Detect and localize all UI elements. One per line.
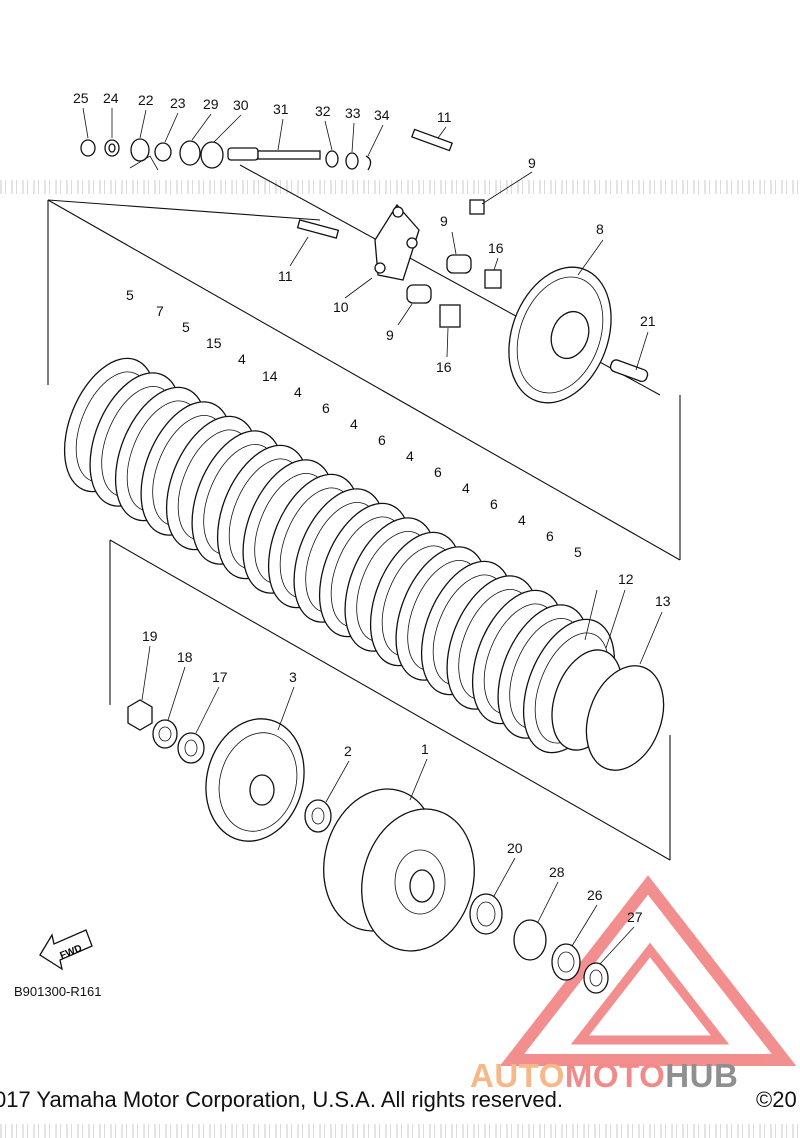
callout-23: 23 [170, 95, 186, 111]
callout-4-a: 4 [238, 351, 246, 367]
clutch-housing [323, 788, 475, 952]
clutch-boss [205, 718, 305, 842]
callout-15: 15 [206, 335, 222, 351]
thrust-washer [304, 799, 332, 833]
callout-16-top: 16 [488, 240, 504, 256]
callout-12: 12 [618, 571, 634, 587]
bearing-set [469, 893, 609, 994]
callout-4-f: 4 [518, 512, 526, 528]
callout-26: 26 [587, 887, 603, 903]
callout-4-b: 4 [294, 384, 302, 400]
callout-5-b: 5 [182, 319, 190, 335]
callout-4-c: 4 [350, 416, 358, 432]
copyright-notice: 017 Yamaha Motor Corporation, U.S.A. All… [0, 1087, 564, 1112]
callout-27: 27 [627, 909, 643, 925]
callout-11-top: 11 [437, 109, 452, 125]
watermark-logo: AUTOMOTOHUB [470, 1057, 738, 1095]
callout-31: 31 [273, 101, 289, 117]
callout-29: 29 [203, 96, 219, 112]
callout-6-c: 6 [434, 464, 442, 480]
callout-13: 13 [655, 593, 671, 609]
copyright-notice-right: ©20 [756, 1087, 797, 1112]
callout-6-b: 6 [378, 432, 386, 448]
leader-lines [82, 107, 663, 965]
callout-14: 14 [262, 368, 278, 384]
fwd-arrow-icon: FWD [39, 929, 93, 971]
diagram-code: B901300-R161 [14, 984, 102, 999]
callout-32: 32 [315, 103, 331, 119]
callout-33: 33 [345, 105, 361, 121]
pressure-plate-fasteners [296, 128, 502, 328]
watermark-part-moto: MOTO [564, 1057, 666, 1094]
callout-19: 19 [142, 628, 158, 644]
callout-9-top: 9 [528, 155, 536, 171]
callout-16-low: 16 [436, 359, 452, 375]
callout-4-e: 4 [462, 480, 470, 496]
callout-9-mid: 9 [440, 213, 448, 229]
scan-noise-band-bottom [0, 1124, 800, 1138]
callout-20: 20 [507, 840, 523, 856]
callout-18: 18 [177, 649, 193, 665]
callout-22: 22 [138, 92, 154, 108]
callout-5-a: 5 [126, 287, 134, 303]
callout-9-low: 9 [386, 327, 394, 343]
hub-fasteners [127, 699, 205, 764]
callout-6-e: 6 [546, 528, 554, 544]
callout-3: 3 [289, 669, 297, 685]
scan-noise-band-top [0, 180, 800, 194]
pressure-plate [508, 266, 649, 404]
watermark-part-hub: HUB [665, 1057, 739, 1094]
watermark-part-auto: AUTO [470, 1057, 565, 1094]
callout-28: 28 [549, 864, 565, 880]
callout-24: 24 [103, 90, 119, 106]
callout-2: 2 [344, 743, 352, 759]
callout-11-left: 11 [278, 268, 293, 284]
callout-4-d: 4 [406, 448, 414, 464]
callout-7: 7 [156, 303, 164, 319]
callout-34: 34 [374, 107, 390, 123]
callout-17: 17 [212, 669, 228, 685]
callout-10: 10 [333, 299, 349, 315]
callout-25: 25 [73, 90, 89, 106]
callout-numbers: 25 24 22 23 29 30 31 32 33 34 11 9 9 16 … [73, 90, 671, 925]
watermark-triangle [499, 875, 797, 1066]
callout-21: 21 [640, 313, 656, 329]
callout-6-d: 6 [490, 496, 498, 512]
callout-30: 30 [233, 97, 249, 113]
callout-5-c: 5 [574, 544, 582, 560]
callout-1: 1 [421, 741, 429, 757]
wire-rings [551, 649, 665, 771]
push-rod-assembly [80, 138, 372, 171]
callout-8: 8 [596, 221, 604, 237]
callout-6-a: 6 [322, 400, 330, 416]
